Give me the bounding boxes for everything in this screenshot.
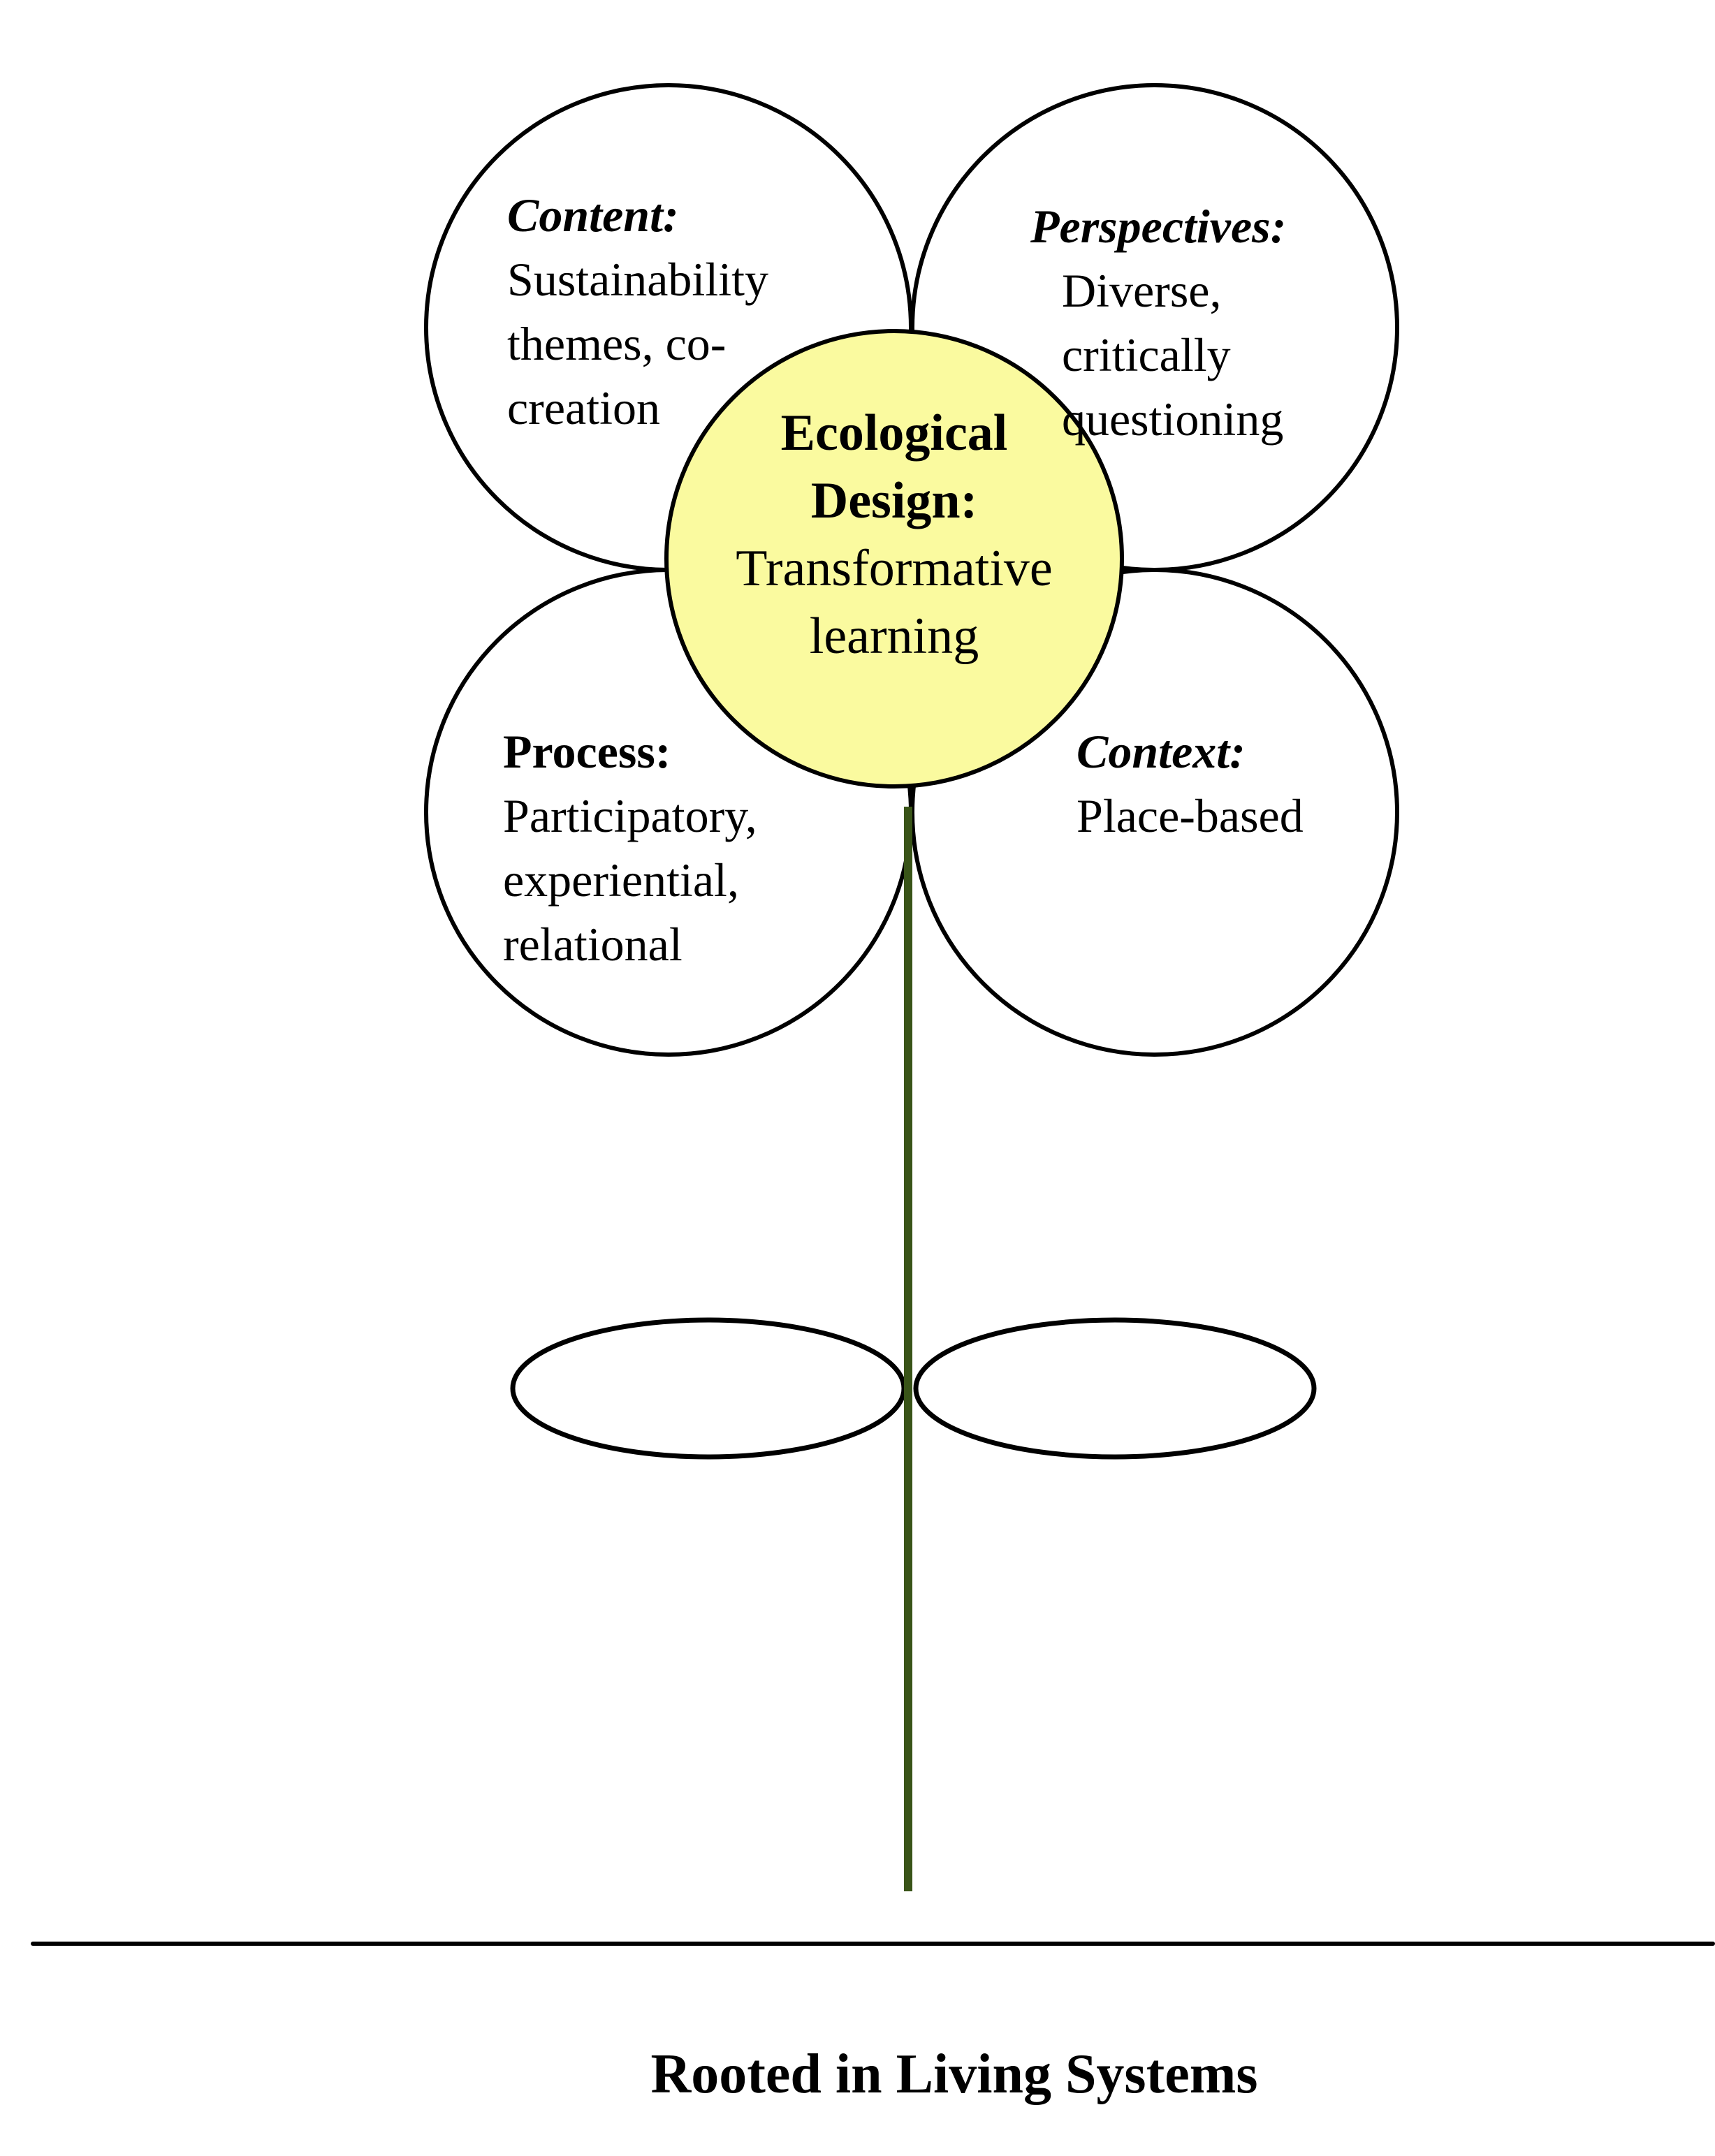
petal-process-heading: Process: bbox=[503, 725, 671, 778]
petal-content-line: themes, co- bbox=[507, 317, 727, 370]
petal-perspectives-text: Perspectives: Diverse, critically questi… bbox=[1030, 194, 1286, 451]
petal-perspectives-line: critically bbox=[1062, 328, 1231, 381]
center-circle bbox=[664, 329, 1124, 789]
center-circle-text: Ecological Design: Transformative learni… bbox=[657, 399, 1132, 670]
petal-content-line: Sustainability bbox=[507, 253, 768, 306]
petal-content-heading: Content: bbox=[507, 189, 679, 242]
leaf-left bbox=[510, 1317, 907, 1460]
petal-process-line: relational bbox=[503, 918, 683, 971]
leaf-right bbox=[913, 1317, 1317, 1460]
petal-process-line: experiential, bbox=[503, 853, 739, 907]
petal-context-line: Place-based bbox=[1077, 789, 1304, 842]
petal-process-line: Participatory, bbox=[503, 789, 757, 842]
petal-perspectives-line: Diverse, bbox=[1062, 264, 1222, 317]
footer-caption: Rooted in Living Systems bbox=[650, 2044, 1258, 2105]
petal-process-text: Process: Participatory, experiential, re… bbox=[503, 719, 757, 976]
petal-content-line: creation bbox=[507, 381, 660, 434]
center-body-line: Transformative bbox=[736, 540, 1053, 597]
petal-perspectives-heading: Perspectives: bbox=[1030, 200, 1287, 253]
center-body-line: learning bbox=[809, 608, 979, 665]
center-heading-line: Design: bbox=[810, 472, 978, 529]
petal-context-text: Context: Place-based bbox=[1077, 719, 1304, 848]
petal-perspectives-line: questioning bbox=[1062, 393, 1284, 446]
center-heading-line: Ecological bbox=[780, 404, 1008, 462]
petal-content-text: Content: Sustainability themes, co- crea… bbox=[507, 183, 768, 440]
petal-context-heading: Context: bbox=[1077, 725, 1246, 778]
